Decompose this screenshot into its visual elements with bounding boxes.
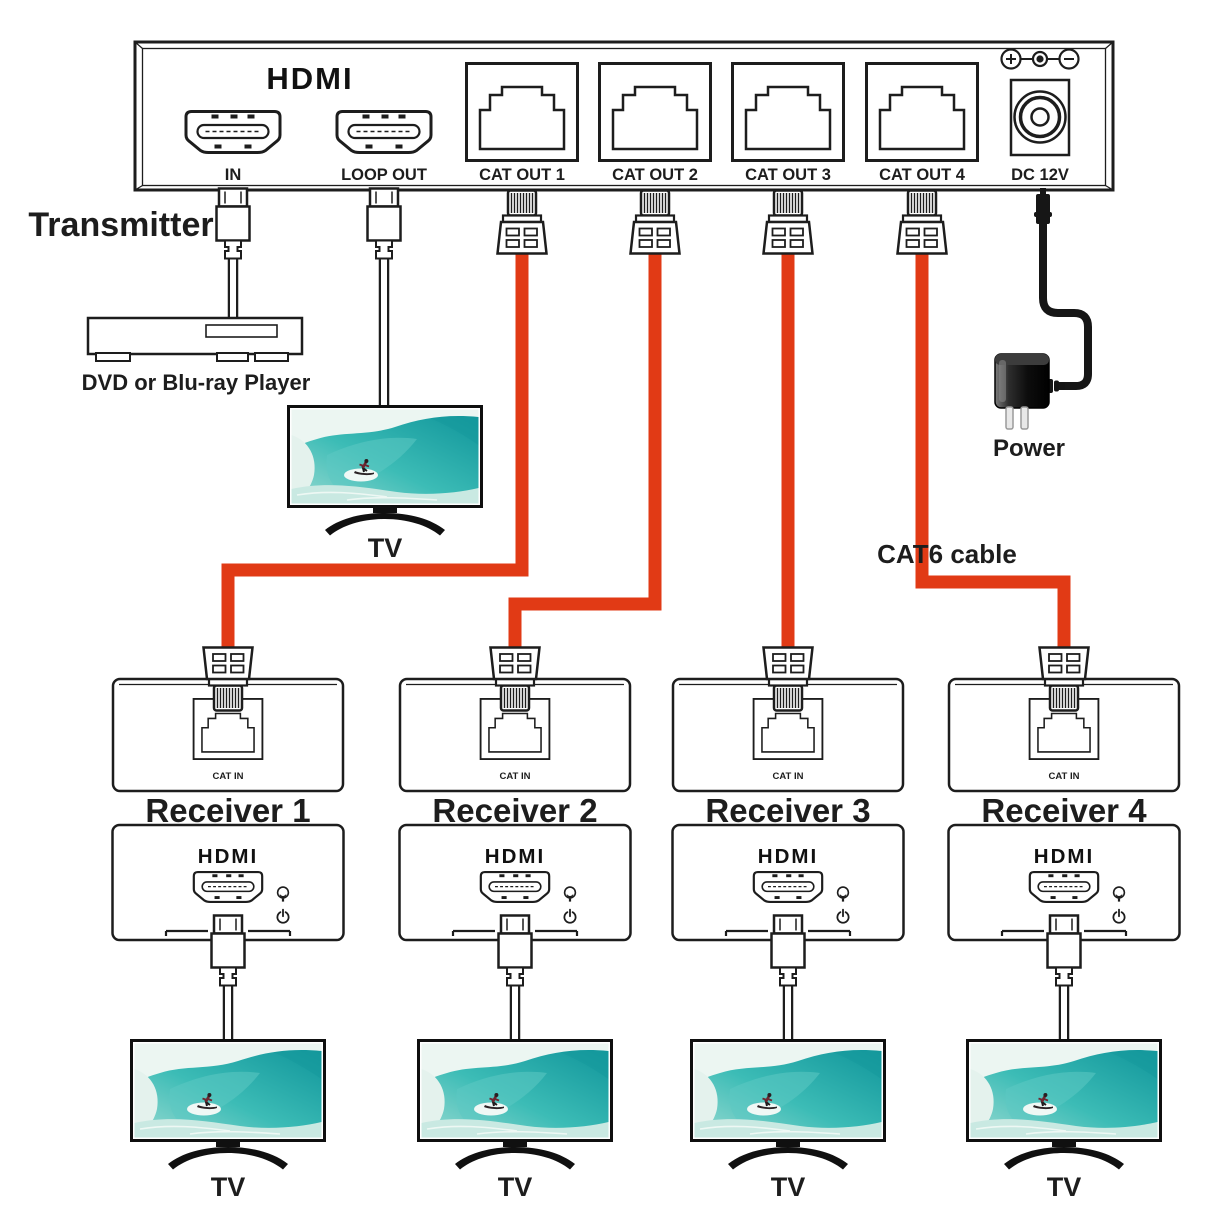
- port-label-cat-out-3: CAT OUT 3: [745, 166, 831, 184]
- hdmi-out-port: [192, 871, 264, 903]
- cat-out-4-plug: [896, 189, 948, 255]
- receiver-3-tv-label: TV: [771, 1172, 806, 1202]
- receiver-2-catin-box: CAT IN: [398, 677, 632, 793]
- cables: [221, 188, 1092, 1048]
- receiver-3-label: Receiver 3: [705, 792, 870, 829]
- mount-wings: [1000, 929, 1128, 936]
- receiver-4-label: Receiver 4: [981, 792, 1147, 829]
- cat6-cable-1: [221, 248, 529, 656]
- receiver-3-hdmi-plug: [770, 914, 806, 987]
- cat-out-2-plug: [629, 189, 681, 255]
- receiver-4-tv: [966, 1039, 1162, 1171]
- cat-in-label: CAT IN: [773, 771, 804, 782]
- receiver-catin-units: CAT IN CAT IN CAT IN CAT IN: [111, 677, 1181, 793]
- power-adapter: [994, 188, 1092, 430]
- cat-out-1-plug: [496, 189, 548, 255]
- loop-tv-label: TV: [368, 533, 403, 563]
- receiver-1-tv-label: TV: [211, 1172, 246, 1202]
- mount-wings: [164, 929, 292, 936]
- disc-tray: [205, 324, 278, 338]
- port-label-loop-out: LOOP OUT: [341, 166, 427, 184]
- cat-in-label: CAT IN: [1049, 771, 1080, 782]
- hdmi-out-port: [1028, 871, 1100, 903]
- mount-wings: [724, 929, 852, 936]
- receiver-3-tv: [690, 1039, 886, 1171]
- adapter-prong: [1005, 406, 1014, 430]
- transmitter-unit: HDMI IN LOOP OUT CAT OUT 1 CAT OUT 2 CAT…: [133, 40, 1115, 192]
- receiver-1-label: Receiver 1: [145, 792, 310, 829]
- hdmi-in-port: [184, 110, 282, 154]
- cat6-cable-label: CAT6 cable: [877, 539, 1017, 569]
- hdmi-logo: HDMI: [1034, 845, 1094, 868]
- cat-in-label: CAT IN: [213, 771, 244, 782]
- cat-out-3-plug: [762, 189, 814, 255]
- dc-plug: [1036, 194, 1050, 224]
- receiver-2-hdmi-plug: [497, 914, 533, 987]
- receiver-1-tv: [130, 1039, 326, 1171]
- hdmi-logo: HDMI: [198, 845, 258, 868]
- power-label: Power: [993, 435, 1065, 462]
- hdmi-out-port: [752, 871, 824, 903]
- receiver-4-hdmi-plug: [1046, 914, 1082, 987]
- receiver-3-hdmi-box: HDMI: [671, 823, 905, 942]
- receiver-1-hdmi-box: HDMI: [111, 823, 345, 942]
- hdmi-logo: HDMI: [266, 61, 353, 96]
- loop-out-tv: [287, 405, 483, 537]
- transmitter-label: Transmitter: [28, 206, 213, 244]
- receiver-4-tv-label: TV: [1047, 1172, 1082, 1202]
- adapter-prong: [1020, 406, 1029, 430]
- receiver-2-tv-label: TV: [498, 1172, 533, 1202]
- port-label-in: IN: [225, 166, 242, 184]
- hdmi-logo: HDMI: [485, 845, 545, 868]
- cat-in-label: CAT IN: [500, 771, 531, 782]
- receiver-hdmi-units: HDMI HDMI HDMI HDMI: [111, 823, 1181, 942]
- hdmi-loopout-port: [335, 110, 433, 154]
- cat-out-4-port: [865, 62, 979, 162]
- hdmi-logo: HDMI: [758, 845, 818, 868]
- port-label-dc-12v: DC 12V: [1011, 166, 1069, 184]
- hdmi-out-port: [479, 871, 551, 903]
- cat-out-3-port: [731, 62, 845, 162]
- dc-jack: [1009, 78, 1071, 157]
- port-label-cat-out-1: CAT OUT 1: [479, 166, 565, 184]
- transmitter-bezel: [141, 47, 1107, 187]
- receiver-4-catin-box: CAT IN: [947, 677, 1181, 793]
- dvd-player: [86, 316, 304, 362]
- bezel-corner-lines: [134, 41, 1114, 191]
- receiver-2-label: Receiver 2: [432, 792, 597, 829]
- dc-plug-tip: [1040, 188, 1046, 196]
- receiver-1-hdmi-plug: [210, 914, 246, 987]
- port-label-cat-out-4: CAT OUT 4: [879, 166, 966, 184]
- cat6-cable-4: [915, 248, 1071, 656]
- cat-out-2-port: [598, 62, 712, 162]
- receiver-2-tv: [417, 1039, 613, 1171]
- cat-out-1-port: [465, 62, 579, 162]
- dc-polarity-icon: [1000, 48, 1080, 70]
- hdmi-in-plug: [215, 187, 251, 260]
- mount-wings: [451, 929, 579, 936]
- cat6-cable-2: [508, 248, 662, 656]
- power-cord: [1039, 216, 1092, 390]
- dvd-player-label: DVD or Blu-ray Player: [82, 370, 311, 395]
- port-label-cat-out-2: CAT OUT 2: [612, 166, 698, 184]
- hdmi-loopout-plug: [366, 187, 402, 260]
